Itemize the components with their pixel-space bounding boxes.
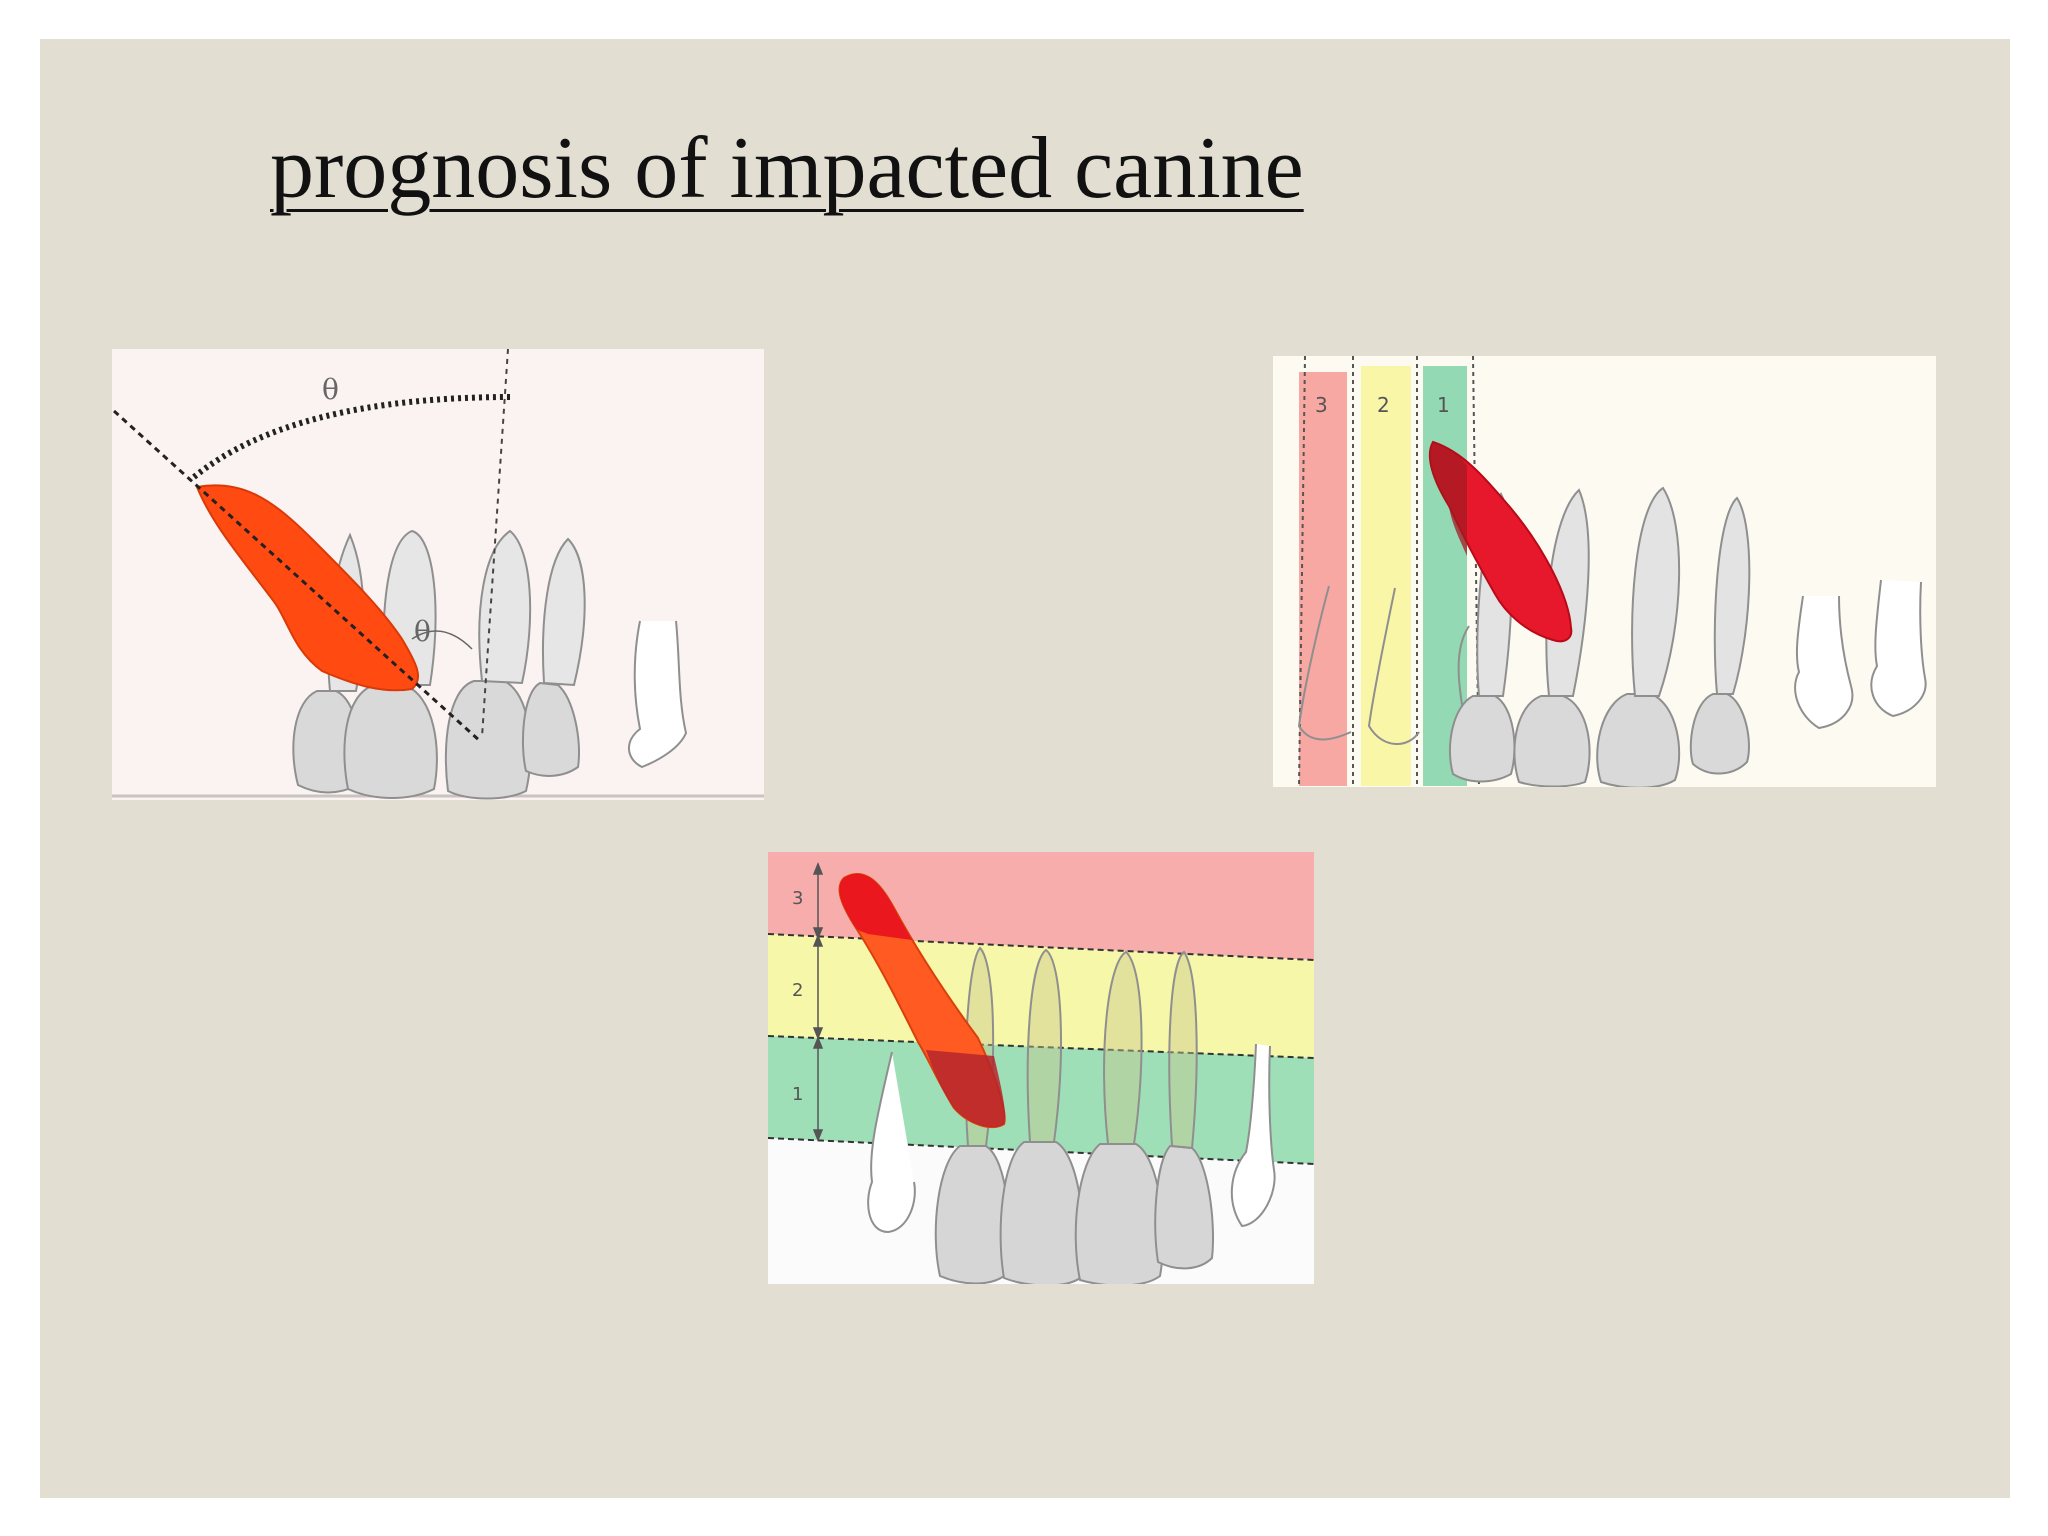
zone-3-label: 3 [792,888,803,909]
impacted-canine [195,484,420,692]
premolar-outline [1870,579,1927,718]
premolar-outline [1794,595,1854,730]
premolar-outlines [1794,579,1927,730]
tooth-root [1026,948,1062,1143]
tooth-root [1168,950,1198,1150]
sector-3-band [1299,372,1347,786]
tooth-crown [999,1141,1084,1284]
zone-2-label: 2 [792,980,803,1001]
zone-height-arrows [812,861,824,1143]
teeth-crowns [292,680,580,800]
outlined-teeth [867,1043,1276,1234]
sector-figure: 3 2 1 [1273,356,1936,787]
tooth-root [1631,486,1681,697]
sector-2-band [1361,366,1411,786]
angle-arc-lower [411,630,473,650]
lateral-tooth-outline [628,620,688,769]
tooth-root [478,529,532,685]
tooth-crown [343,684,438,799]
tooth-crown [1074,1143,1164,1284]
canine-overlap [1429,442,1467,556]
canine-tip-zone-3 [839,873,912,940]
tooth-crown [444,680,532,800]
canine-overlap-zone-1 [926,1050,1006,1128]
tooth-crown [1689,693,1750,775]
slide-background: prognosis of impacted canine [40,39,2010,1498]
canine-long-axis [112,409,482,743]
teeth-roots [327,529,586,692]
height-zone-diagram: 3 2 1 [768,852,1314,1284]
tooth-outline [1297,585,1352,741]
tooth-outline [1367,587,1420,745]
tooth-root [1713,496,1751,695]
slide-title: prognosis of impacted canine [270,120,1304,217]
angulation-figure: θ θ [112,349,764,800]
tooth-crown [1449,695,1516,783]
zone-1-label: 1 [792,1084,803,1105]
angle-label-upper: θ [322,373,339,406]
sector-3-label: 3 [1315,393,1328,417]
height-zone-figure: 3 2 1 [768,852,1314,1284]
sector-diagram: 3 2 1 [1273,356,1936,787]
sector-2-label: 2 [1377,393,1390,417]
tooth-outline [1230,1043,1276,1228]
tooth-crown [1154,1144,1215,1270]
tooth-crown [1596,693,1681,787]
teeth-roots [964,946,1198,1150]
angle-label-lower: θ [414,615,431,648]
tooth-outline [867,1051,916,1234]
tooth-crown [934,1145,1010,1284]
angulation-diagram: θ θ [112,349,764,800]
teeth-crowns [1449,693,1750,787]
angle-arc-upper [192,394,513,480]
vertical-reference-line [481,349,509,738]
tooth-crown [521,681,580,777]
teeth-crowns [934,1141,1215,1284]
tooth-root [542,537,586,687]
tooth-crown [1513,695,1591,787]
sector-1-label: 1 [1437,393,1450,417]
tooth-root [1103,950,1143,1145]
